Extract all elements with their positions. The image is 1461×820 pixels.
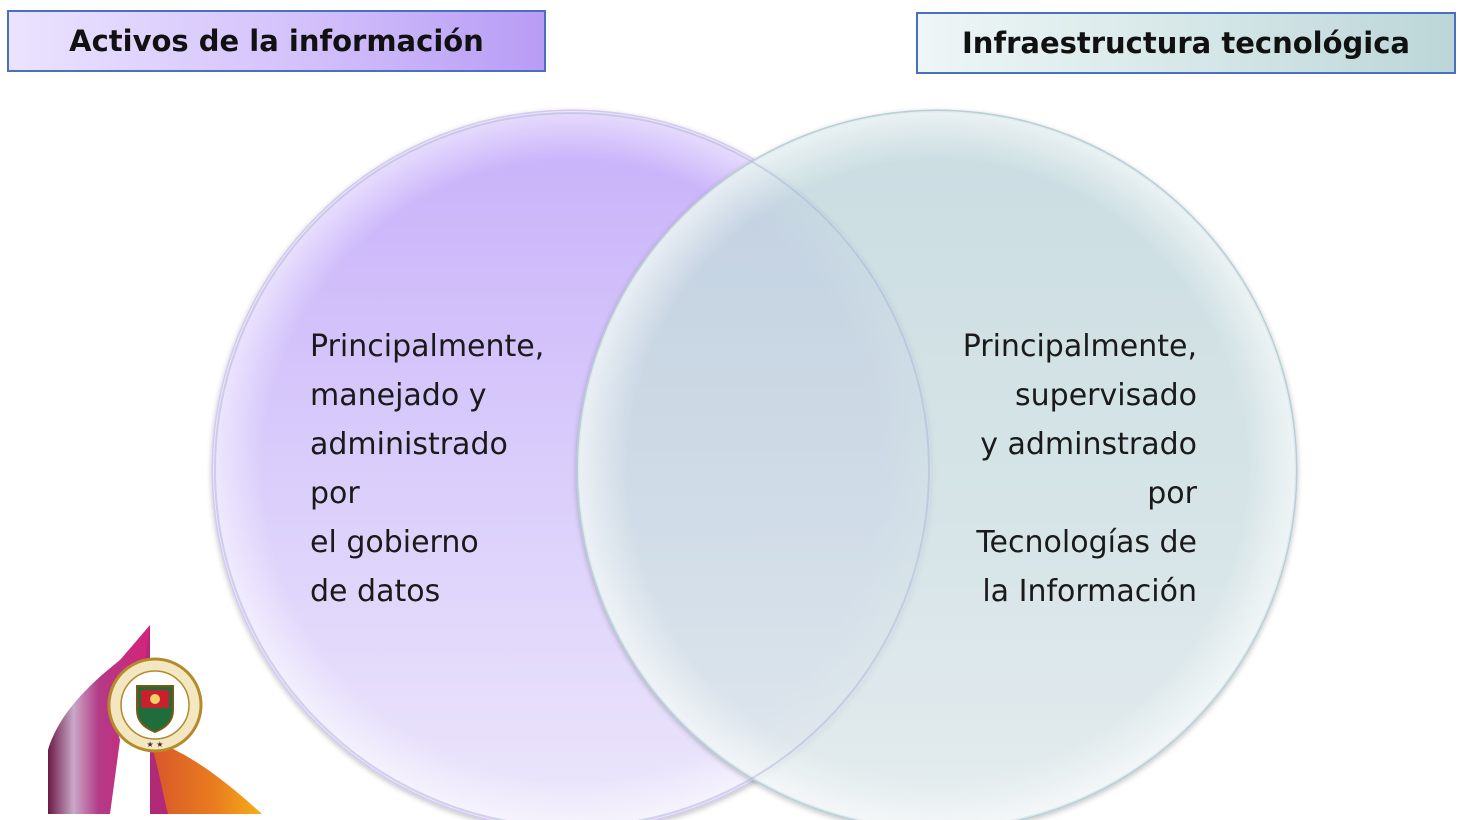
left-text-line: el gobierno bbox=[310, 525, 479, 560]
left-text-line: de datos bbox=[310, 574, 441, 609]
right-text-line: y adminstrado bbox=[980, 427, 1197, 462]
right-text-line: la Información bbox=[982, 574, 1197, 609]
right-set-title: Infraestructura tecnológica bbox=[962, 26, 1410, 60]
left-text-line: administrado bbox=[310, 427, 508, 462]
right-text-line: supervisado bbox=[1015, 378, 1197, 413]
right-set-header: Infraestructura tecnológica bbox=[916, 12, 1456, 74]
right-circle-text: Principalmente, supervisado y adminstrad… bbox=[963, 322, 1197, 616]
left-circle-text: Principalmente, manejado y administrado … bbox=[310, 322, 544, 616]
left-text-line: Principalmente, bbox=[310, 329, 545, 364]
left-text-line: manejado y bbox=[310, 378, 487, 413]
svg-text:★ ★: ★ ★ bbox=[147, 740, 164, 749]
left-text-line: por bbox=[310, 476, 360, 511]
right-text-line: Tecnologías de bbox=[976, 525, 1197, 560]
right-text-line: por bbox=[1147, 476, 1197, 511]
government-logo: ★ ★ bbox=[48, 625, 262, 814]
left-set-header: Activos de la información bbox=[7, 10, 546, 72]
overlap-outline bbox=[214, 112, 930, 820]
seal-icon: ★ ★ bbox=[107, 657, 203, 753]
right-text-line: Principalmente, bbox=[962, 329, 1197, 364]
left-set-title: Activos de la información bbox=[69, 24, 484, 58]
right-circle bbox=[576, 109, 1298, 820]
